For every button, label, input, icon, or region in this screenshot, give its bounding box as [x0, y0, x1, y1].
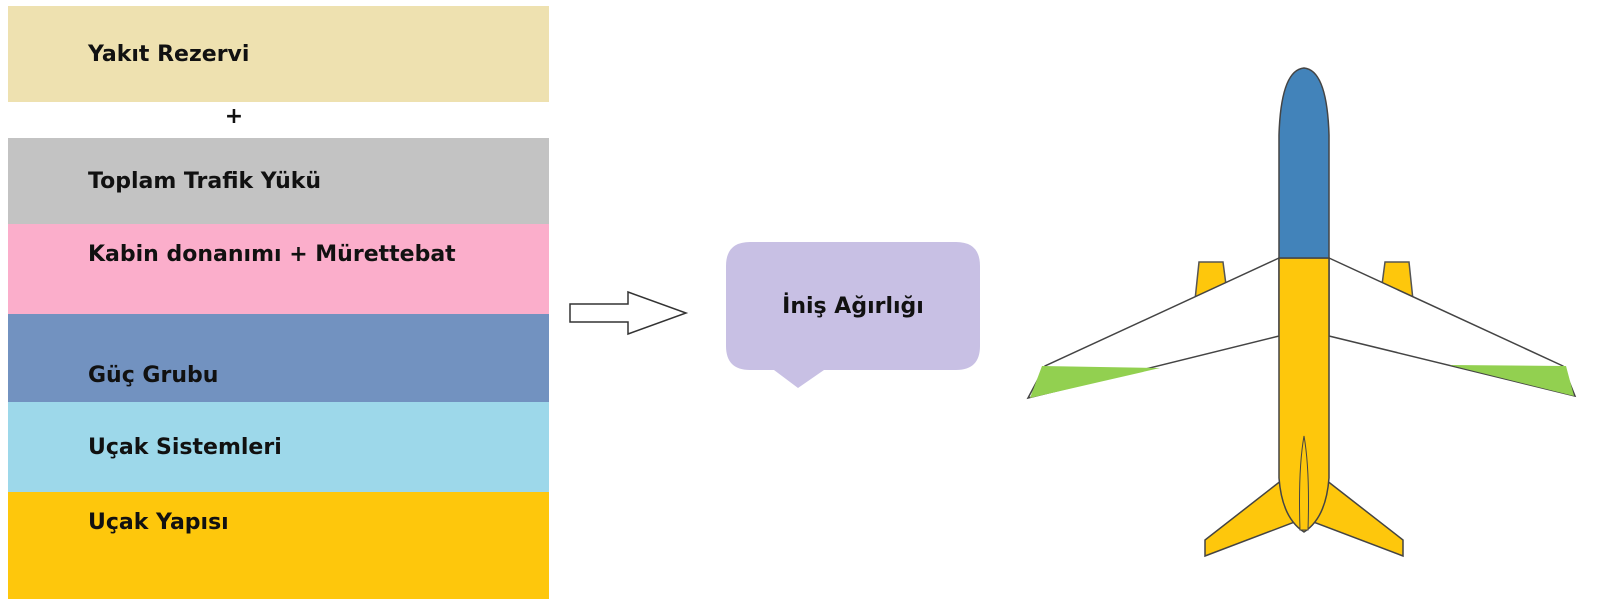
- total-traffic-load-label: Toplam Trafik Yükü: [88, 168, 322, 194]
- total-traffic-load-block: Toplam Trafik Yükü: [8, 138, 549, 224]
- fuel-reserve-block: Yakıt Rezervi: [8, 6, 549, 102]
- airplane-icon: [1026, 67, 1577, 558]
- aircraft-structure-block: Uçak Yapısı: [8, 492, 549, 599]
- plus-sign: +: [224, 104, 244, 129]
- cabin-and-crew-label: Kabin donanımı + Mürettebat: [88, 242, 456, 267]
- aircraft-systems-label: Uçak Sistemleri: [88, 434, 282, 460]
- cabin-and-crew-block: Kabin donanımı + Mürettebat: [8, 224, 549, 314]
- aircraft-structure-label: Uçak Yapısı: [88, 510, 229, 535]
- landing-weight-callout: [726, 242, 980, 388]
- aircraft-systems-block: Uçak Sistemleri: [8, 402, 549, 492]
- right-arrow-icon: [569, 290, 689, 336]
- power-group-block: Güç Grubu: [8, 314, 549, 402]
- power-group-label: Güç Grubu: [88, 363, 219, 388]
- fuel-reserve-label: Yakıt Rezervi: [88, 41, 250, 67]
- landing-weight-label: İniş Ağırlığı: [782, 293, 924, 319]
